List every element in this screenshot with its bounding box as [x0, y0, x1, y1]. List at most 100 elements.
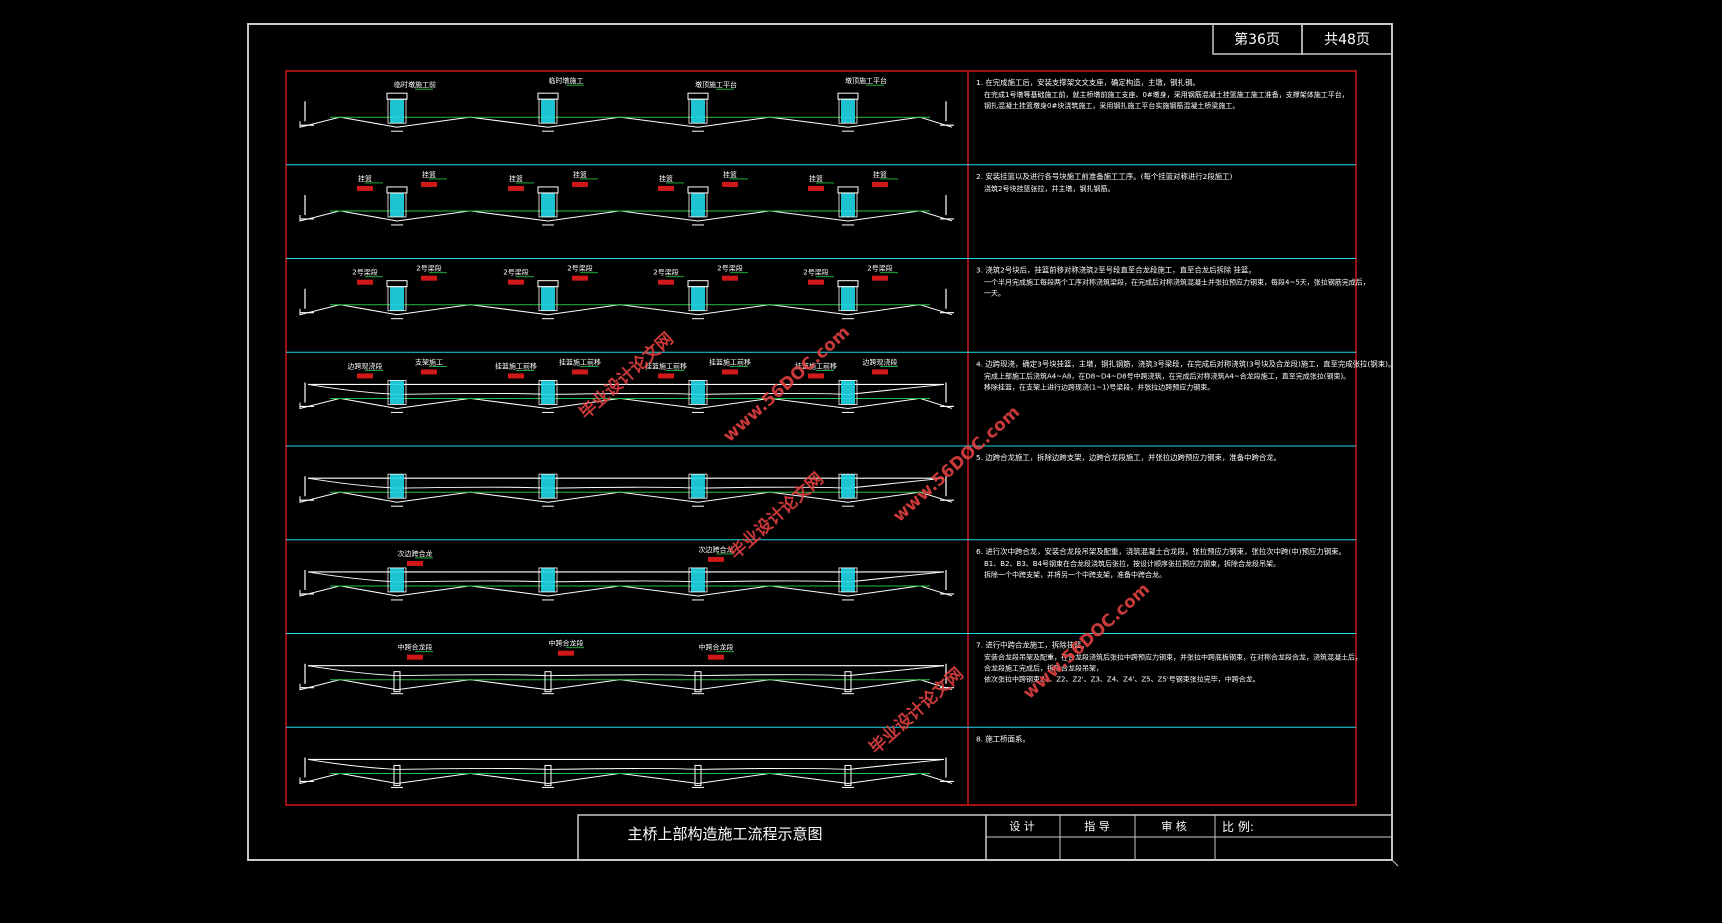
traveller-marker: [722, 181, 738, 187]
stage-step-text: 3. 浇筑2号块后，挂篮前移对称浇筑2至号段直至合龙段施工，直至合龙后拆除 挂篮…: [976, 266, 1256, 275]
traveller-marker: [407, 560, 423, 566]
deck-bottom: [307, 665, 945, 677]
traveller-marker: [708, 654, 724, 660]
pier-body: [541, 286, 555, 311]
traveller-marker: [658, 185, 674, 191]
pier-body: [544, 764, 552, 786]
scale-label: 比 例:: [1222, 820, 1254, 834]
stage-label: 挂篮施工前移: [559, 357, 601, 366]
stage-step-text: 4. 边跨现浇，确定3号块挂篮，主墩，钢扎钢筋，浇筑3号梁段，在完成后对称浇筑(…: [976, 359, 1395, 368]
stage-note-line: 在完成1号墩等基础施工前，就主桥墩前施工支座、0#墩身，采用钢筋混凝土挂篮施工施…: [984, 90, 1349, 99]
design-label: 设 计: [1009, 820, 1035, 833]
drawing-title: 主桥上部构造施工流程示意图: [627, 825, 822, 843]
pier-body: [541, 380, 555, 405]
stage-label: 中跨合龙段: [398, 643, 433, 652]
right-abutment: [940, 757, 954, 783]
pier-outline: [538, 473, 558, 499]
pier-outline: [387, 567, 407, 593]
stage-panel-4: 边跨现浇段支架施工挂篮施工前移挂篮施工前移挂篮施工前移挂篮施工前移挂篮施工前移边…: [286, 351, 1395, 413]
pier-body: [393, 671, 401, 693]
deck-bottom: [307, 571, 945, 583]
stage-label: 边跨现浇段: [348, 361, 383, 370]
left-abutment: [300, 288, 314, 314]
stage-label: 挂篮: [873, 170, 887, 179]
pier-block: [837, 280, 859, 288]
stage-step-text: 2. 安装挂篮以及进行各号块施工前准备施工工序。(每个挂篮对称进行2段施工): [976, 172, 1232, 181]
ground-line: [299, 116, 953, 128]
pier-outline: [688, 567, 708, 593]
traveller-marker: [808, 185, 824, 191]
traveller-marker: [708, 556, 724, 562]
left-abutment: [300, 569, 314, 595]
pier-body: [694, 764, 702, 786]
stage-label: 边跨现浇段: [863, 357, 898, 366]
pier-block: [537, 92, 559, 100]
pier-block: [386, 280, 408, 288]
pier-body: [841, 474, 855, 499]
stage-label: 2号梁段: [653, 268, 678, 277]
title-block: 主桥上部构造施工流程示意图 设 计 指 导 审 核 比 例:: [577, 814, 1393, 861]
stage-note-line: 浇筑2号块挂篮张拉，并主墩，钢扎钢筋。: [984, 184, 1114, 193]
traveller-marker: [808, 373, 824, 379]
traveller-marker: [872, 369, 888, 375]
traveller-marker: [722, 275, 738, 281]
left-abutment: [300, 663, 314, 689]
stage-note-line: 合龙段施工完成后，拆除合龙段吊架，: [984, 664, 1103, 673]
deck-bottom: [307, 477, 945, 489]
watermark-text: 毕业设计论文网: [725, 468, 827, 563]
pier-outline: [538, 567, 558, 593]
pier-body: [691, 567, 705, 592]
pier-body: [541, 192, 555, 217]
ground-line: [299, 679, 953, 691]
ground-line: [299, 585, 953, 597]
pier-outline: [838, 473, 858, 499]
traveller-marker: [508, 279, 524, 285]
stage-note-line: 依次张拉中跨钢束Z1、Z2、Z2'、Z3、Z4、Z4'、Z5、Z5'号钢束张拉完…: [984, 675, 1260, 684]
guide-label: 指 导: [1084, 819, 1110, 833]
pier-body: [691, 474, 705, 499]
sheet-corner-mark: [1391, 859, 1399, 867]
stage-note-line: 一个半月完成施工每段两个工序对称浇筑梁段，在完成后对称浇筑混凝土并张拉预应力钢束…: [984, 278, 1370, 287]
pier-body: [393, 764, 401, 786]
traveller-marker: [357, 373, 373, 379]
stage-step-text: 5. 边跨合龙施工，拆除边跨支架，边跨合龙段施工，并张拉边跨预应力钢束，准备中跨…: [976, 453, 1281, 462]
pier-outline: [688, 380, 708, 405]
stage-label: 挂篮: [509, 174, 523, 183]
pier-block: [386, 92, 408, 100]
right-abutment: [940, 101, 954, 126]
stage-step-text: 1. 在完成施工后，安装支撑架文文支座，确定构造，主墩，钢扎钢。: [976, 78, 1200, 87]
traveller-marker: [508, 373, 524, 379]
pier-outline: [688, 473, 708, 499]
pier-body: [541, 99, 555, 124]
stage-label: 次边跨合龙: [398, 549, 433, 558]
stage-label: 挂篮施工前移: [645, 361, 687, 370]
watermark-text: 毕业设计论文网: [865, 663, 967, 758]
traveller-marker: [658, 279, 674, 285]
stage-note-line: B1、B2、B3、B4号钢束在合龙段浇筑后张拉，按设计顺序张拉预应力钢束，拆除合…: [984, 559, 1280, 568]
left-abutment: [300, 476, 314, 501]
pier-body: [390, 99, 404, 124]
stage-label: 2号梁段: [416, 264, 441, 273]
pier-body: [390, 192, 404, 217]
pier-block: [837, 186, 859, 194]
stage-note-line: 一天。: [984, 290, 1005, 298]
ground-line: [299, 491, 953, 503]
traveller-marker: [572, 181, 588, 187]
pier-body: [390, 380, 404, 405]
stage-panel-8: 8. 施工桥面系。: [286, 726, 1356, 788]
stage-label: 中跨合龙段: [699, 643, 734, 652]
stage-label: 挂篮施工前移: [495, 361, 537, 370]
stage-label: 临时墩施工: [549, 76, 584, 85]
right-abutment: [940, 194, 954, 220]
stage-label: 挂篮: [723, 170, 737, 179]
ground-line: [299, 304, 953, 316]
pier-outline: [387, 380, 407, 405]
stage-note-line: 移除挂篮，在支架上进行边跨现浇(1~1)号梁段，并张拉边跨预应力钢束。: [984, 382, 1214, 391]
pier-body: [691, 286, 705, 311]
pier-body: [541, 474, 555, 499]
pier-body: [841, 567, 855, 592]
stage-note-line: 安装合龙段吊架及配重，在合龙段浇筑后张拉中跨预应力钢束，并张拉中跨底板钢束，在对…: [984, 653, 1362, 662]
